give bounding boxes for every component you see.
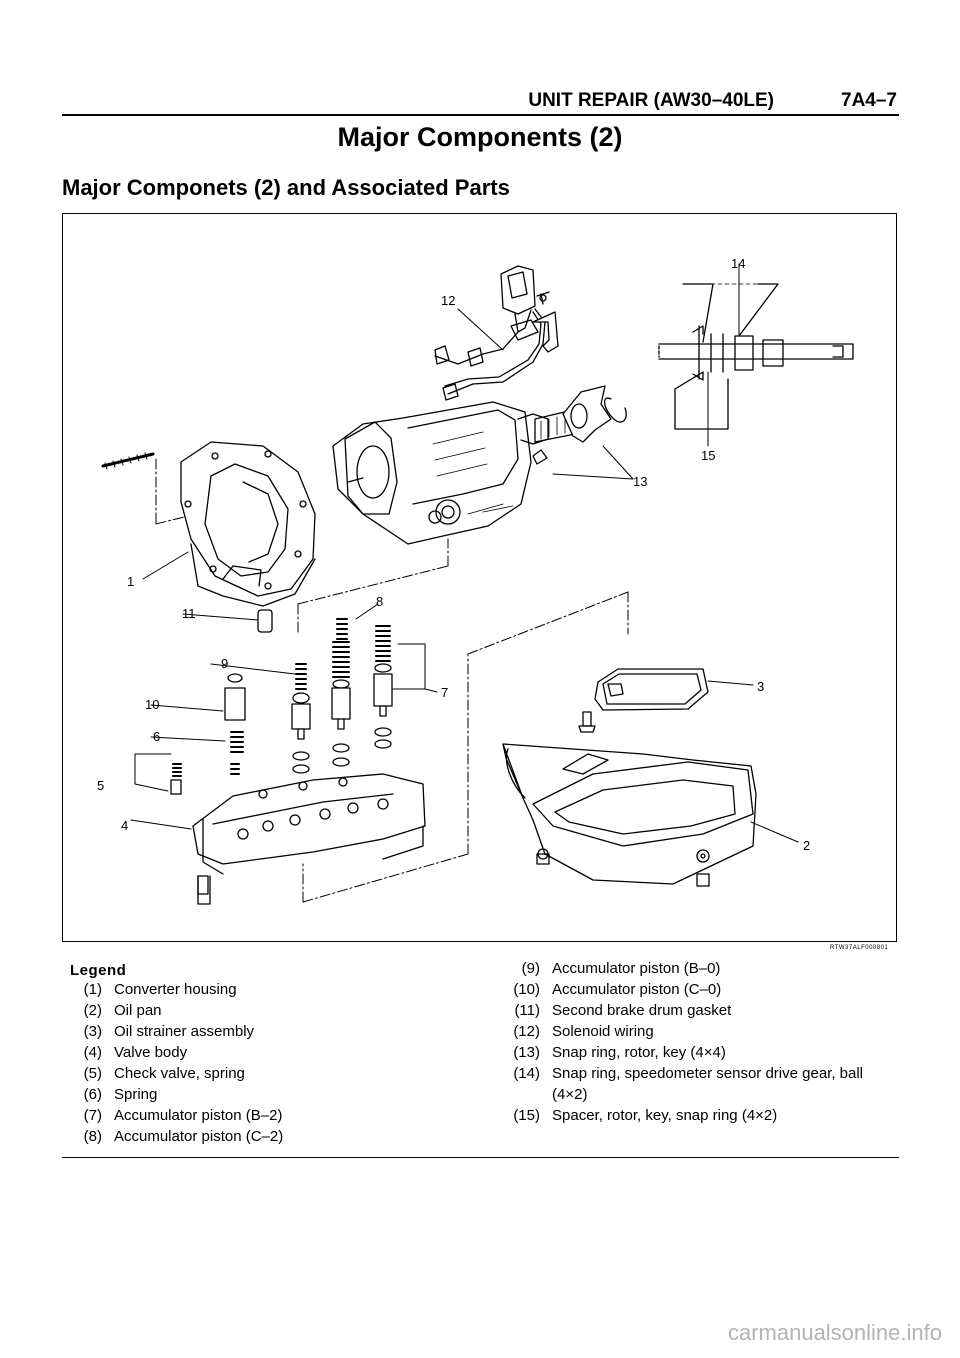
solenoid-wiring (434, 265, 559, 401)
legend-item-text: Accumulator piston (B–0) (552, 960, 721, 977)
legend-item-number: (2) (83, 1002, 102, 1019)
callout-15: 15 (701, 448, 715, 463)
legend-item-text: Accumulator piston (C–0) (552, 981, 722, 998)
legend-item-number: (5) (83, 1065, 102, 1082)
legend-item-number: (11) (514, 1002, 540, 1019)
header-page-number: 7A4–7 (841, 90, 897, 111)
callout-1: 1 (127, 574, 134, 589)
legend-item-number: (4) (83, 1044, 102, 1061)
diagram-illustration: 1 2 3 4 5 6 7 8 9 10 11 12 13 14 15 (97, 256, 854, 905)
callout-5: 5 (97, 778, 104, 793)
valve-body-bolt (197, 875, 211, 905)
legend-item: (7) Accumulator piston (B–2) (62, 1105, 482, 1126)
legend-right-column: (9) Accumulator piston (B–0) (10) Accumula… (482, 958, 899, 1126)
legend-item-number: (13) (513, 1044, 540, 1061)
legend-item-text: Oil pan (114, 1002, 162, 1019)
legend-item-text: Second brake drum gasket (552, 1002, 732, 1019)
legend-left-column: (1) Converter housing (2) Oil pan (3) Oil s… (62, 979, 482, 1147)
leader-lines (130, 263, 799, 843)
exploded-diagram: 1 2 3 4 5 6 7 8 9 10 11 12 13 14 15 (62, 213, 897, 942)
legend-item: (10) Accumulator piston (C–0) (482, 979, 899, 1000)
callout-11: 11 (182, 606, 196, 621)
callout-12: 12 (441, 293, 455, 308)
legend-item-text: Spacer, rotor, key, snap ring (4×2) (552, 1107, 778, 1124)
page-header: UNIT REPAIR (AW30–40LE) 7A4–7 (62, 88, 899, 116)
converter-housing (101, 441, 316, 607)
legend-item: (14) Snap ring, speedometer sensor drive … (482, 1063, 899, 1105)
speedometer-shaft-section (658, 283, 854, 430)
callout-3: 3 (757, 679, 764, 694)
callout-6: 6 (153, 729, 160, 744)
legend-item: (8) Accumulator piston (C–2) (62, 1126, 482, 1147)
callout-numbers: 1 2 3 4 5 6 7 8 9 10 11 12 13 14 15 (97, 256, 810, 853)
section-title: Major Componets (2) and Associated Parts (62, 175, 510, 200)
legend-item-number: (15) (513, 1107, 540, 1124)
callout-4: 4 (121, 818, 128, 833)
page-title: Major Components (2) (337, 122, 623, 152)
legend-item: (4) Valve body (62, 1042, 482, 1063)
legend-item-number: (7) (83, 1107, 102, 1124)
legend-item: (11) Second brake drum gasket (482, 1000, 899, 1021)
legend-item: (3) Oil strainer assembly (62, 1021, 482, 1042)
callout-7: 7 (441, 685, 448, 700)
callout-14: 14 (731, 256, 745, 271)
legend-item: (12) Solenoid wiring (482, 1021, 899, 1042)
legend-item-text: Accumulator piston (B–2) (114, 1107, 283, 1124)
legend-item-number: (12) (513, 1023, 540, 1040)
oil-strainer (578, 668, 709, 733)
legend-item-text: Valve body (114, 1044, 188, 1061)
legend-title: Legend (70, 962, 127, 979)
accumulator-springs (172, 618, 391, 777)
second-brake-drum-gasket (257, 609, 273, 633)
output-shaft-parts (532, 385, 627, 465)
legend-item: (13) Snap ring, rotor, key (4×4) (482, 1042, 899, 1063)
legend-item-number: (1) (83, 981, 102, 998)
callout-2: 2 (803, 838, 810, 853)
legend-item-text: Accumulator piston (C–2) (114, 1128, 284, 1145)
oil-pan (502, 743, 757, 887)
legend-item-text: Oil strainer assembly (114, 1023, 255, 1040)
callout-10: 10 (145, 697, 159, 712)
grouping-lines (155, 458, 629, 903)
legend-item-number: (8) (83, 1128, 102, 1145)
legend-item-number: (14) (513, 1065, 540, 1082)
legend-item-text: Solenoid wiring (552, 1023, 654, 1040)
accumulator-pistons (170, 673, 393, 795)
watermark: carmanualsonline.info (727, 1320, 942, 1345)
legend-item: (15) Spacer, rotor, key, snap ring (4×2) (482, 1105, 899, 1126)
legend-item-number: (10) (513, 981, 540, 998)
callout-13: 13 (633, 474, 647, 489)
bottom-rule (62, 1157, 899, 1158)
legend-item-text: Spring (114, 1086, 158, 1103)
legend-item: (6) Spring (62, 1084, 482, 1105)
legend-item: (1) Converter housing (62, 979, 482, 1000)
legend-item-text: Check valve, spring (114, 1065, 245, 1082)
legend-item-text: Converter housing (114, 981, 237, 998)
legend-item: (9) Accumulator piston (B–0) (482, 958, 899, 979)
valve-body (192, 773, 426, 895)
legend-item: (5) Check valve, spring (62, 1063, 482, 1084)
legend-item-number: (6) (83, 1086, 102, 1103)
header-title: UNIT REPAIR (AW30–40LE) (528, 90, 774, 111)
legend-item-text: Snap ring, speedometer sensor drive gear… (552, 1065, 864, 1103)
callout-8: 8 (376, 594, 383, 609)
transmission-case (332, 401, 549, 545)
legend-item: (2) Oil pan (62, 1000, 482, 1021)
legend-item-text: Snap ring, rotor, key (4×4) (552, 1044, 726, 1061)
figure-code: RTW37ALF000801 (830, 945, 889, 951)
legend-item-number: (3) (83, 1023, 102, 1040)
legend-item-number: (9) (521, 960, 540, 977)
callout-9: 9 (221, 656, 228, 671)
